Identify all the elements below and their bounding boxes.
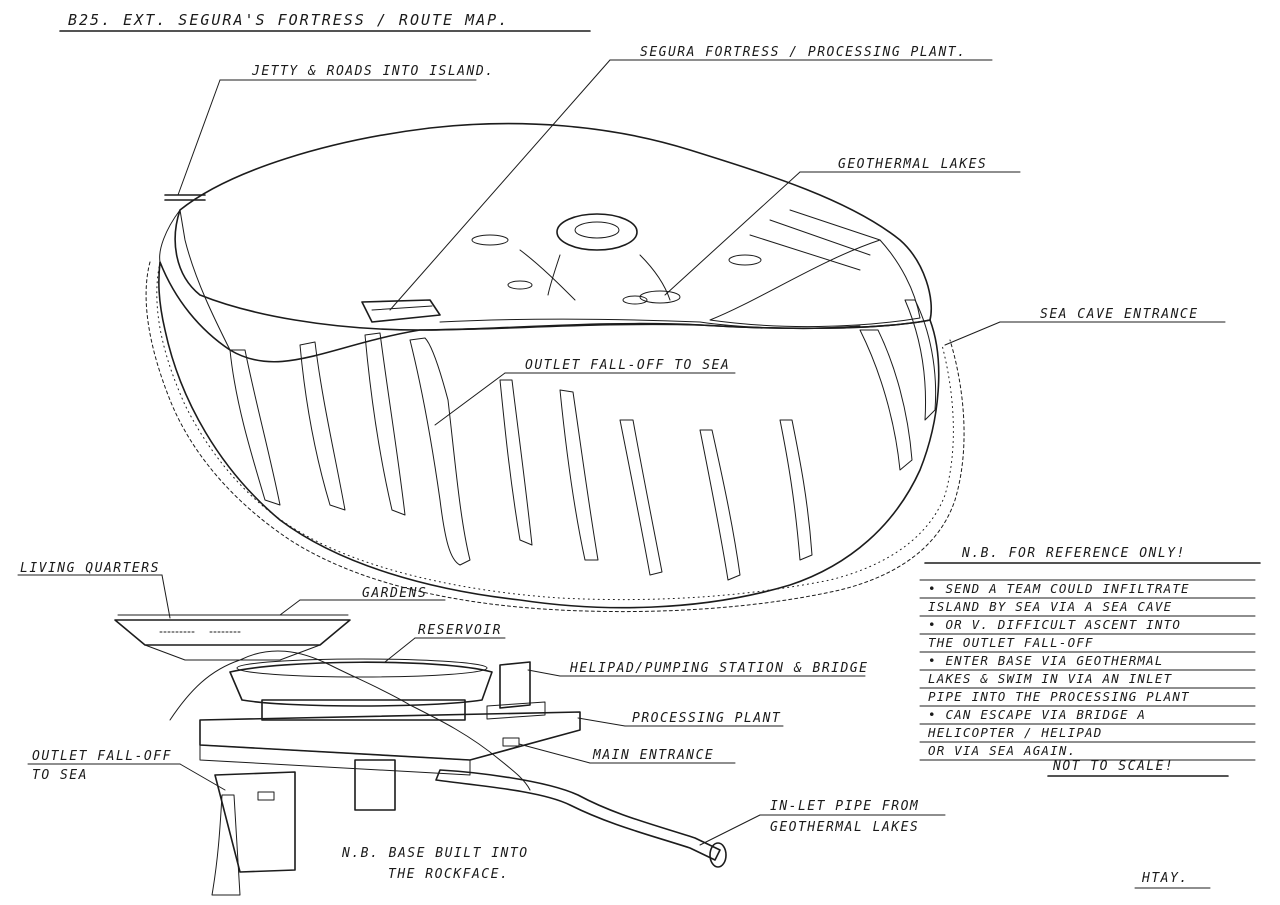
crater: [556, 213, 638, 251]
artist-signature: HTAY.: [1141, 871, 1189, 886]
note-line-5: • ENTER BASE VIA GEOTHERMAL: [928, 653, 1164, 668]
not-to-scale: NOT TO SCALE!: [1052, 759, 1174, 774]
outlet-chute: [214, 771, 296, 873]
crater-rim: [574, 221, 620, 239]
note-ruled-lines: [919, 579, 1256, 761]
note-line-9: HELICOPTER / HELIPAD: [927, 725, 1103, 740]
note-line-10: OR VIA SEA AGAIN.: [928, 743, 1076, 758]
sea-cave-leader: [944, 321, 1001, 346]
callout-jetty: JETTY & ROADS INTO ISLAND.: [251, 64, 495, 79]
living-quarters-underside: [144, 644, 321, 661]
fortress-leader: [389, 59, 611, 311]
note-line-3: • OR V. DIFFICULT ASCENT INTO: [928, 617, 1181, 632]
label-living-quarters: LIVING QUARTERS: [20, 561, 160, 576]
reservoir-water: [236, 658, 488, 678]
inlet-pipe: [435, 769, 721, 861]
cliff-shading: [229, 299, 937, 581]
callout-outlet-fall: OUTLET FALL-OFF TO SEA: [525, 358, 730, 373]
label-inlet-line-1: IN-LET PIPE FROM: [770, 799, 919, 814]
base-label-leaders: [17, 574, 946, 846]
lakes-leader: [664, 171, 801, 296]
callout-geothermal-lakes: GEOTHERMAL LAKES: [838, 157, 987, 172]
surf-outline-inner: [156, 261, 954, 601]
note-line-8: • CAN ESCAPE VIA BRIDGE A: [928, 707, 1146, 722]
label-inlet-line-2: GEOTHERMAL LAKES: [770, 820, 919, 835]
base-cutaway-illustration: [114, 614, 727, 896]
island-illustration: [145, 122, 965, 613]
note-line-6: LAKES & SWIM IN VIA AN INLET: [928, 671, 1173, 686]
helipad-platform: [486, 701, 546, 720]
jetty: [164, 194, 206, 201]
plateau-road: [439, 318, 861, 329]
main-entrance-door: [502, 737, 520, 747]
outlet-waterfall: [211, 794, 241, 896]
geothermal-lakes: [471, 234, 762, 305]
sheet-title: B25. EXT. SEGURA'S FORTRESS / ROUTE MAP.: [68, 11, 509, 29]
callout-leaders: [177, 59, 1226, 426]
base-note-line-1: N.B. BASE BUILT INTO: [341, 846, 529, 861]
processing-slab-front: [199, 744, 471, 776]
island-plateau: [174, 122, 932, 331]
island-cliff: [158, 261, 940, 609]
plateau-hatch-lines: [749, 209, 881, 271]
crater-slopes: [519, 249, 671, 301]
outlet-callout-leader: [434, 372, 506, 426]
label-outlet-line-1: OUTLET FALL-OFF: [32, 749, 172, 764]
rock-outline: [169, 650, 531, 791]
surf-outline: [145, 261, 965, 613]
reference-note: N.B. FOR REFERENCE ONLY! • SEND A TEAM C…: [919, 546, 1261, 777]
callout-fortress: SEGURA FORTRESS / PROCESSING PLANT.: [640, 45, 966, 60]
cliff-left-shadow: [159, 209, 231, 351]
note-line-4: THE OUTLET FALL-OFF: [928, 635, 1094, 650]
reservoir-dish: [229, 661, 493, 707]
note-heading: N.B. FOR REFERENCE ONLY!: [961, 546, 1186, 561]
fortress-detail: [371, 305, 433, 311]
fortress-structure: [361, 299, 441, 323]
plateau-hatch-right: [709, 239, 921, 328]
label-processing-plant: PROCESSING PLANT: [632, 711, 781, 726]
inlet-pipe-mouth: [709, 842, 727, 868]
outlet-grate: [257, 791, 275, 801]
label-gardens: GARDENS: [362, 586, 427, 601]
label-reservoir: RESERVOIR: [418, 623, 502, 638]
callout-sea-cave: SEA CAVE ENTRANCE: [1040, 307, 1199, 322]
note-line-2: ISLAND BY SEA VIA A SEA CAVE: [928, 599, 1172, 614]
base-note-line-2: THE ROCKFACE.: [388, 867, 509, 882]
note-line-7: PIPE INTO THE PROCESSING PLANT: [928, 689, 1190, 704]
label-outlet-line-2: TO SEA: [32, 768, 88, 783]
processing-slab: [199, 711, 581, 761]
helipad-tower: [499, 661, 531, 709]
label-main-entrance: MAIN ENTRANCE: [592, 748, 714, 763]
support-pillar: [354, 759, 396, 811]
jetty-leader: [177, 79, 221, 196]
upper-block: [261, 699, 466, 721]
label-helipad: HELIPAD/PUMPING STATION & BRIDGE: [569, 661, 868, 676]
note-line-1: • SEND A TEAM COULD INFILTRATE: [928, 581, 1190, 596]
living-quarters-bowl: [114, 619, 351, 646]
